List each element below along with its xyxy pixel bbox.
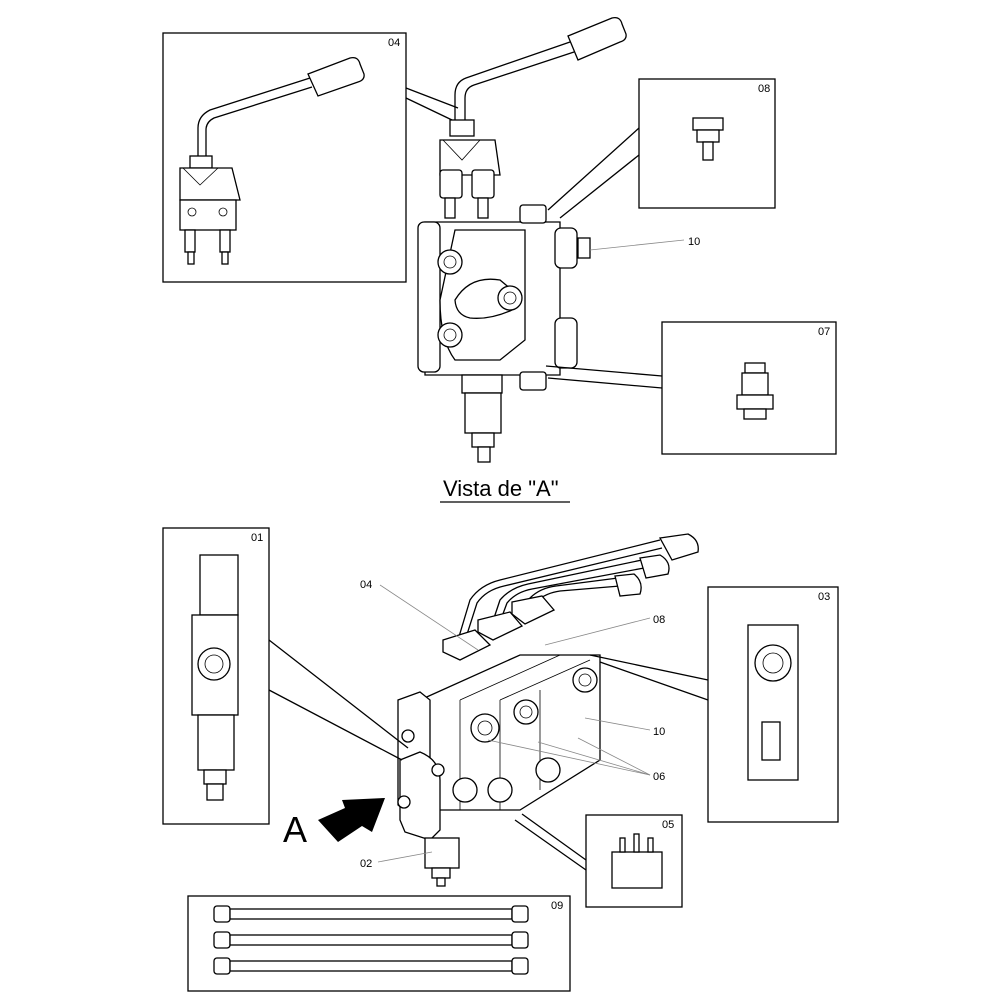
detail-box-08: 08	[547, 78, 776, 219]
view-direction-arrow: A	[283, 798, 385, 850]
leader-label-10-top: 10	[688, 236, 700, 248]
callout-04: 04	[388, 37, 400, 49]
callout-09: 09	[551, 900, 563, 912]
leader-label-06: 06	[653, 771, 665, 783]
callout-07: 07	[818, 326, 830, 338]
leader-label-10-bottom: 10	[653, 726, 665, 738]
view-a-label: Vista de "A"	[443, 476, 559, 501]
callout-01: 01	[251, 532, 263, 544]
detail-box-07: 07	[545, 321, 837, 455]
detail-box-05: 05	[514, 813, 683, 908]
detail-box-04: 04	[162, 32, 459, 283]
detail-box-01: 01	[162, 527, 409, 825]
detail-box-09: 09	[187, 895, 571, 992]
arrow-letter: A	[283, 809, 307, 850]
callout-05: 05	[662, 819, 674, 831]
leader-label-02: 02	[360, 858, 372, 870]
hose-1	[213, 905, 529, 923]
callout-03: 03	[818, 591, 830, 603]
hose-3	[213, 957, 529, 975]
view-a-title: Vista de "A"	[440, 476, 570, 503]
callout-08: 08	[758, 83, 770, 95]
hose-2	[213, 931, 529, 949]
view-a-assembly	[417, 16, 627, 463]
leader-label-08: 08	[653, 614, 665, 626]
leader-top-10: 10	[589, 236, 700, 251]
detail-box-03: 03	[589, 586, 839, 823]
leaders-bottom: 04 08 10 06 02	[360, 579, 665, 870]
leader-label-04: 04	[360, 579, 372, 591]
main-valve-assembly	[397, 533, 699, 887]
